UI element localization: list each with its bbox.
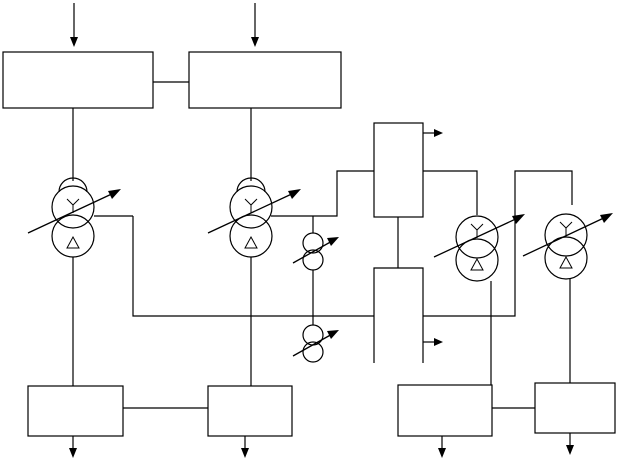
output-arrow-4 — [566, 433, 574, 455]
busbar-upper-out-arrow — [423, 129, 443, 137]
system-box-b — [188, 51, 342, 109]
wye-symbol — [470, 223, 484, 238]
delta-symbol — [470, 257, 484, 271]
transformer-t1 — [27, 108, 133, 386]
output-arrow-3 — [438, 436, 446, 458]
wye-symbol — [66, 198, 80, 213]
busbar-upper — [373, 122, 424, 218]
output-arrow-2 — [241, 436, 249, 458]
output-arrow-1 — [69, 436, 77, 458]
transformer-t2 — [207, 108, 374, 386]
transformer-t4 — [292, 316, 339, 363]
delta-symbol — [244, 235, 258, 249]
load-box-3 — [397, 384, 493, 437]
input-arrow-a — [70, 3, 78, 47]
busbar-lower — [373, 267, 424, 363]
input-arrow-b — [251, 3, 259, 47]
load-box-4 — [534, 382, 616, 434]
delta-symbol — [559, 255, 573, 269]
transformer-t6 — [522, 213, 613, 383]
busbar-lower-out-arrow — [423, 338, 443, 346]
load-box-1 — [27, 385, 124, 437]
transformer-t3 — [292, 216, 339, 316]
mid-bus-line-left — [132, 216, 374, 317]
mid-bus-line-right — [423, 170, 573, 317]
load-box-2 — [207, 385, 293, 437]
transformer-t5 — [423, 170, 525, 385]
delta-symbol — [66, 235, 80, 249]
system-box-a — [2, 51, 154, 109]
wye-symbol — [244, 198, 258, 213]
wye-symbol — [559, 221, 573, 236]
